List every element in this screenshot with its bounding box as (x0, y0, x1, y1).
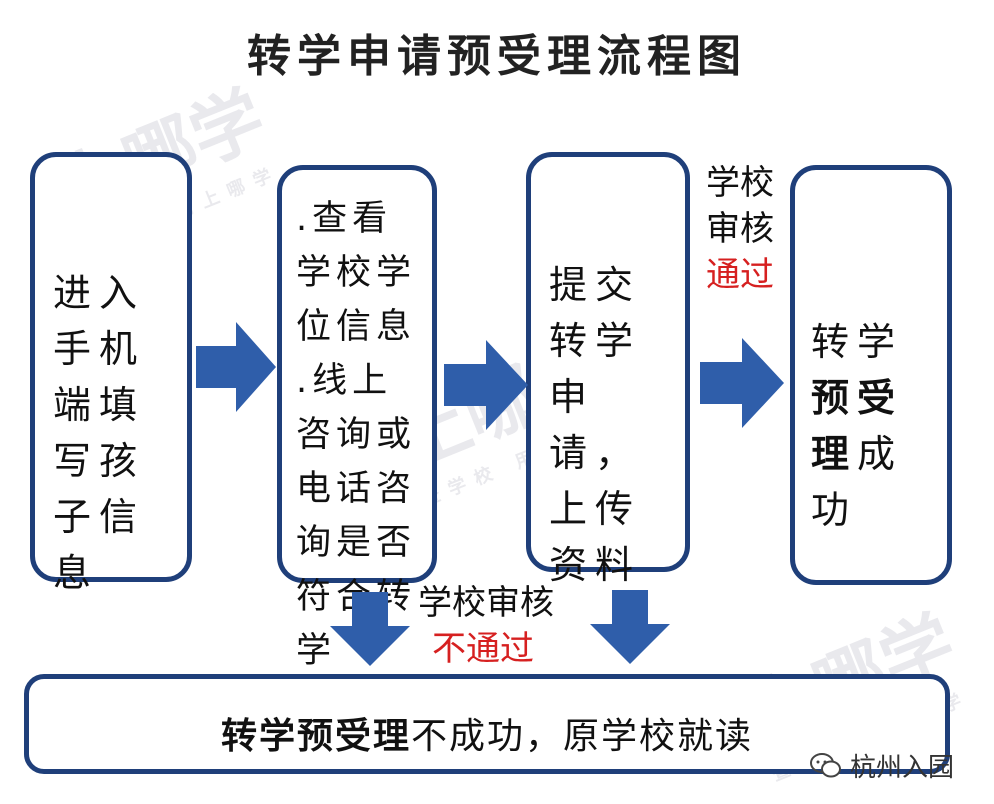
arrow-down-icon (590, 590, 670, 664)
wechat-icon (809, 752, 841, 777)
step-1-text: 进入手机端填写孩子信息 (53, 271, 146, 595)
footer-text: 杭州入园 (849, 753, 954, 783)
review-fail-status: 不通过 (432, 629, 534, 669)
step-4-box: 转学预受理成功 (790, 165, 952, 585)
result-fail-text: 转学预受理不成功，原学校就读 (220, 716, 754, 757)
step-2-box: .查看学校学位信息 .线上咨询或电话咨询是否符合转学 (277, 165, 437, 671)
review-pass-status: 通过 (706, 255, 774, 295)
step-3-box: 提交转学申请，上传资料 (526, 152, 690, 587)
step-2-line-1: .查看学校学位信息 (296, 199, 417, 347)
step-4-seg-1: 转学 (811, 320, 904, 364)
review-pass-label: 学校 审核 通过 (706, 160, 774, 298)
arrow-right-icon (444, 340, 528, 430)
step-1-box: 进入手机端填写孩子信息 (30, 152, 192, 595)
step-4-seg-3: 成功 (811, 432, 904, 532)
arrow-down-icon (330, 592, 410, 666)
step-3-text: 提交转学申请，上传资料 (549, 263, 642, 587)
arrow-right-icon (700, 338, 784, 428)
step-4-seg-2: 预受理 (811, 376, 904, 476)
arrow-right-icon (196, 322, 276, 412)
diagram-title: 转学申请预受理流程图 (247, 31, 747, 82)
step-4-text: 转学预受理成功 (811, 314, 945, 538)
review-fail-label: 学校审核 不通过 (418, 580, 554, 672)
footer-account: 杭州入园 (809, 747, 954, 784)
result-fail-box: 转学预受理不成功，原学校就读 (24, 674, 950, 774)
